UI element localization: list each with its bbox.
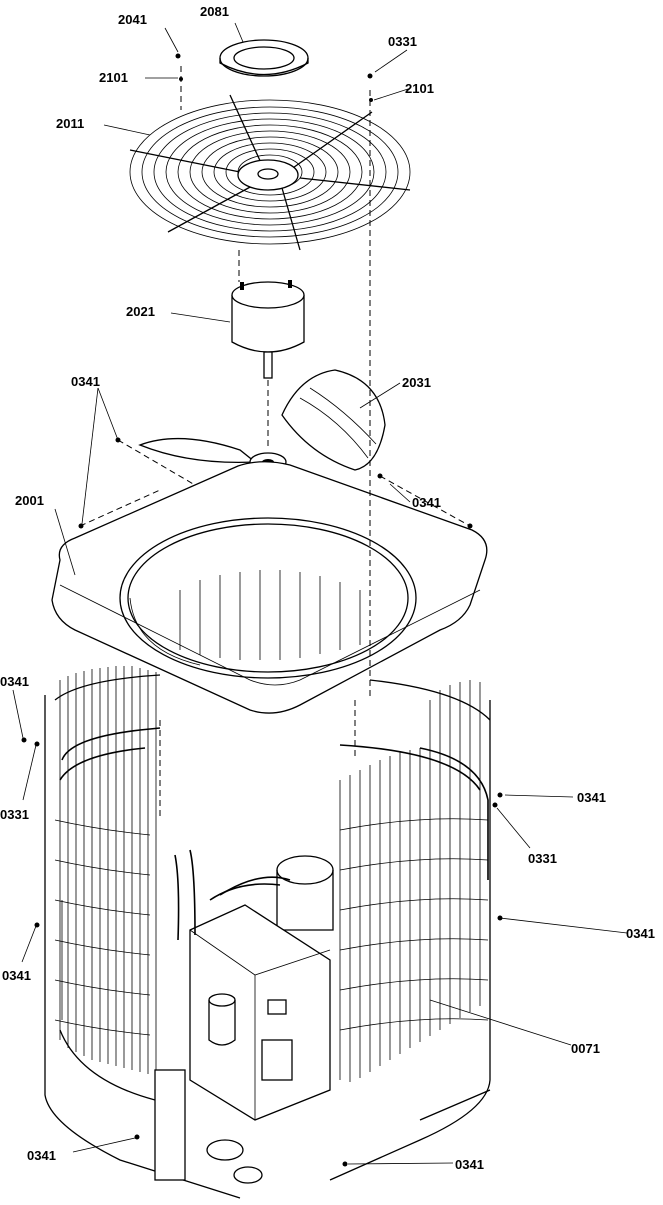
callout-0341-right-mid: 0341 xyxy=(577,790,606,805)
callout-0331-top: 0331 xyxy=(388,34,417,49)
callout-0341-left-upper: 0341 xyxy=(0,674,29,689)
callout-2001: 2001 xyxy=(15,493,44,508)
fan-grille xyxy=(129,94,411,251)
fasteners xyxy=(21,53,503,1167)
callout-2021: 2021 xyxy=(126,304,155,319)
callout-0331-left: 0331 xyxy=(0,807,29,822)
callout-0341-fan: 0341 xyxy=(71,374,100,389)
callout-0341-left-lower: 0341 xyxy=(2,968,31,983)
alignment-lines xyxy=(79,66,471,820)
callout-0341-right-lower: 0341 xyxy=(626,926,655,941)
callout-2081: 2081 xyxy=(200,4,229,19)
callout-2041: 2041 xyxy=(118,12,147,27)
callout-2101-left: 2101 xyxy=(99,70,128,85)
callout-labels: 2041 2081 0331 2101 2101 2011 2021 0341 … xyxy=(0,4,655,1172)
callout-2101-right: 2101 xyxy=(405,81,434,96)
callout-0331-right: 0331 xyxy=(528,851,557,866)
callout-0071: 0071 xyxy=(571,1041,600,1056)
fan-guard-cap xyxy=(219,39,309,77)
callout-0341-bottom-left: 0341 xyxy=(27,1148,56,1163)
fan-motor xyxy=(231,280,305,379)
callout-0341-bottom-right: 0341 xyxy=(455,1157,484,1172)
base-cabinet-assembly xyxy=(44,570,491,1199)
leader-lines xyxy=(12,22,628,1165)
callout-0341-top-right: 0341 xyxy=(412,495,441,510)
callout-2031: 2031 xyxy=(402,375,431,390)
callout-2011: 2011 xyxy=(56,116,84,131)
top-cover xyxy=(51,461,488,714)
